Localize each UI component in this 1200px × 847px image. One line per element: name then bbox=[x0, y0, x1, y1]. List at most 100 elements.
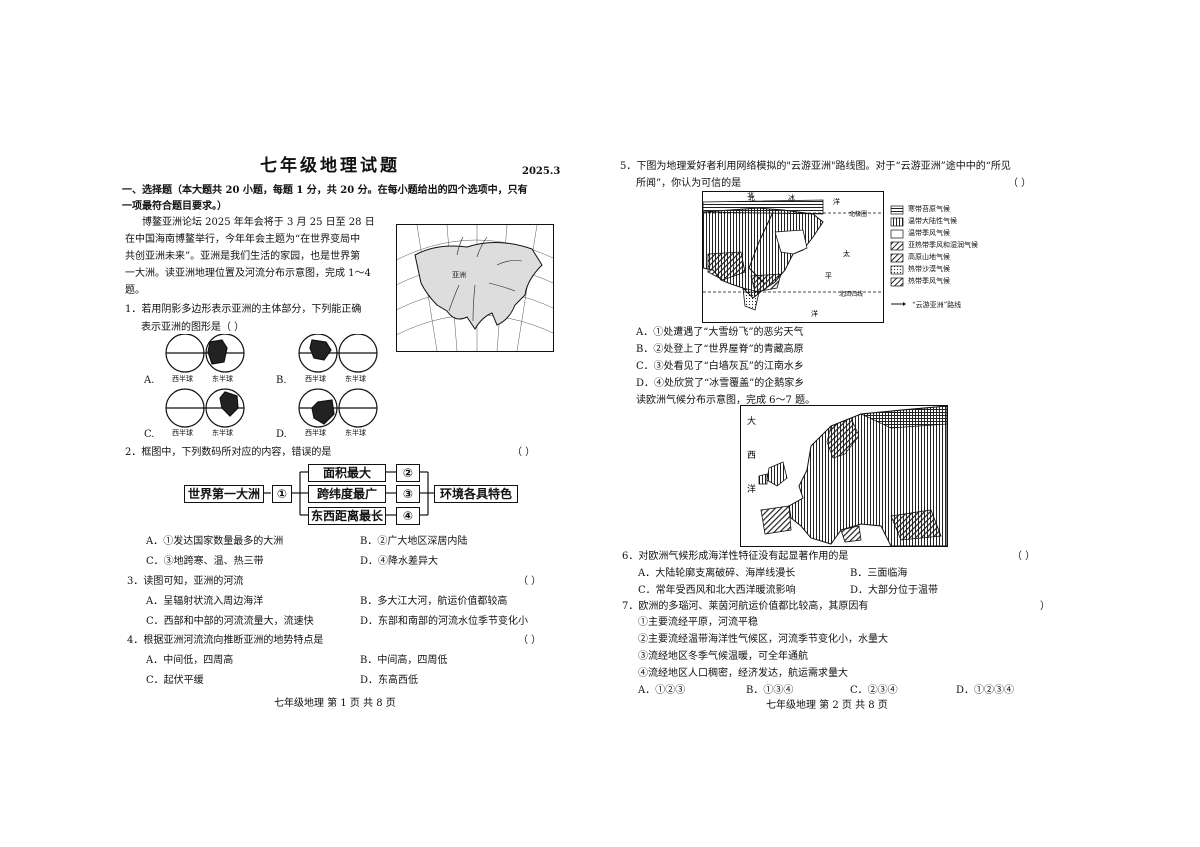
q1-a-west-label: 西半球 bbox=[172, 375, 193, 383]
flow-box-largest-area: 面积最大 bbox=[308, 464, 386, 482]
legend-tundra: 寒带苔原气候 bbox=[908, 205, 950, 213]
q3-option-a[interactable]: A．呈辐射状流入周边海洋 bbox=[146, 596, 264, 607]
q4-option-d[interactable]: D．东高西低 bbox=[360, 675, 419, 686]
q6-stem: 6．对欧洲气候形成海洋性特征没有起显著作用的是 bbox=[622, 551, 849, 562]
q7-statement-2: ②主要流经温带海洋性气候区，河流季节变化小，水量大 bbox=[638, 634, 888, 645]
q7-statement-3: ③流经地区冬季气候温暖，可全年通航 bbox=[638, 651, 808, 662]
climate-legend-swatches bbox=[890, 205, 906, 306]
q5-option-b[interactable]: B．②处登上了“世界屋脊”的青藏高原 bbox=[636, 344, 804, 355]
q1-b-east-label: 东半球 bbox=[345, 375, 366, 383]
europe-da-label: 大 bbox=[747, 415, 756, 427]
legend-highland: 高原山地气候 bbox=[908, 253, 950, 261]
q1-c-east-label: 东半球 bbox=[212, 429, 233, 437]
q2-answer-paren: （ ） bbox=[512, 447, 536, 458]
q6-option-d[interactable]: D．大部分位于温带 bbox=[850, 585, 939, 596]
page-title: 七年级地理试题 bbox=[260, 156, 400, 176]
legend-tropical-monsoon: 热带季风气候 bbox=[908, 277, 950, 285]
q5-option-d[interactable]: D．④处欣赏了“冰雪覆盖”的企鹅家乡 bbox=[636, 378, 805, 389]
q1-option-c[interactable]: C. bbox=[144, 429, 155, 440]
footer-page-2: 七年级地理 第 2 页 共 8 页 bbox=[766, 700, 888, 711]
flow-box-widest-latitude: 跨纬度最广 bbox=[308, 485, 386, 503]
map-bing-label: 冰 bbox=[788, 193, 795, 202]
q3-option-d[interactable]: D．东部和南部的河流水位季节变化小 bbox=[360, 616, 529, 627]
map-yang2-label: 洋 bbox=[811, 309, 818, 318]
q3-option-b[interactable]: B．多大江大河，航运价值都较高 bbox=[360, 596, 508, 607]
europe-yang-label: 洋 bbox=[747, 483, 756, 495]
q4-option-c[interactable]: C．起伏平缓 bbox=[146, 675, 204, 686]
europe-intro: 读欧洲气候分布示意图，完成 6～7 题。 bbox=[636, 395, 816, 406]
svg-text:北: 北 bbox=[748, 194, 755, 202]
flow-box-diverse-env: 环境各具特色 bbox=[434, 485, 518, 503]
q7-option-d[interactable]: D．①②③④ bbox=[956, 685, 1015, 696]
q7-answer-paren: ） bbox=[1040, 601, 1050, 612]
flow-box-num-4: ④ bbox=[396, 507, 420, 525]
q2-option-a[interactable]: A．①发达国家数量最多的大洲 bbox=[146, 536, 284, 547]
q1-d-west-label: 西半球 bbox=[305, 429, 326, 437]
q2-option-d[interactable]: D．④降水差异大 bbox=[360, 556, 439, 567]
q6-option-a[interactable]: A．大陆轮廓支离破碎、海岸线漫长 bbox=[638, 568, 796, 579]
q1-option-b[interactable]: B. bbox=[276, 375, 287, 386]
q6-option-b[interactable]: B．三面临海 bbox=[850, 568, 908, 579]
exam-date: 2025.3 bbox=[522, 166, 561, 177]
map-yang-label: 洋 bbox=[833, 197, 840, 206]
section-heading-line1: 一、选择题（本大题共 20 小题，每题 1 分，共 20 分。在每小题给出的四个… bbox=[122, 185, 528, 196]
legend-route: “云游亚洲”路线 bbox=[912, 301, 962, 309]
q7-statement-1: ①主要流经平原，河流平稳 bbox=[638, 617, 758, 628]
q7-stem: 7．欧洲的多瑙河、莱茵河航运价值都比较高，其原因有 bbox=[622, 601, 869, 612]
q3-answer-paren: （ ） bbox=[518, 576, 542, 587]
q1-stem-line1: 1．若用阴影多边形表示亚洲的主体部分，下列能正确 bbox=[125, 304, 362, 315]
map-ping-label: 平 bbox=[825, 272, 832, 280]
q1-hemisphere-diagrams bbox=[165, 334, 378, 428]
intro-line-2: 在中国海南博鳌举行，今年年会主题为“在世界变局中 bbox=[125, 234, 361, 245]
q5-answer-paren: （ ） bbox=[1008, 178, 1032, 189]
legend-tropical-desert: 热带沙漠气候 bbox=[908, 265, 950, 273]
flow-box-longest-ew: 东西距离最长 bbox=[308, 507, 386, 525]
map-tropic-label: 北回归线 bbox=[839, 290, 863, 298]
legend-temperate-monsoon: 温带季风气候 bbox=[908, 229, 950, 237]
asia-climate-map: 北 冰 洋 北极圈 太 平 北回归线 洋 bbox=[702, 191, 884, 323]
q1-c-west-label: 西半球 bbox=[172, 429, 193, 437]
q1-d-east-label: 东半球 bbox=[345, 429, 366, 437]
intro-line-3: 共创亚洲未来”。亚洲是我们生活的家园，也是世界第 bbox=[125, 251, 361, 262]
q2-flow-connectors bbox=[264, 471, 434, 516]
q5-option-c[interactable]: C．③处看见了“白墙灰瓦”的江南水乡 bbox=[636, 361, 804, 372]
map-arctic-label: 北极圈 bbox=[849, 210, 867, 218]
q1-option-d[interactable]: D. bbox=[276, 429, 287, 440]
europe-xi-label: 西 bbox=[747, 450, 756, 461]
flow-box-num-1: ① bbox=[272, 485, 292, 503]
q6-answer-paren: （ ） bbox=[1012, 551, 1036, 562]
map-tai-label: 太 bbox=[843, 249, 850, 258]
q6-option-c[interactable]: C．常年受西风和北大西洋暖流影响 bbox=[638, 585, 796, 596]
asia-map: 亚洲 bbox=[396, 224, 554, 352]
section-heading-line2: 一项最符合题目要求。） bbox=[122, 201, 227, 212]
map-bei-label: 北 bbox=[747, 191, 754, 199]
q7-statement-4: ④流经地区人口稠密，经济发达，航运需求量大 bbox=[638, 668, 848, 679]
legend-temperate-continental: 温带大陆性气候 bbox=[908, 217, 957, 225]
q7-option-c[interactable]: C．②③④ bbox=[850, 685, 898, 696]
intro-line-4: 一大洲。读亚洲地理位置及河流分布示意图，完成 1～4 bbox=[125, 268, 371, 279]
intro-line-5: 题。 bbox=[125, 285, 145, 296]
q4-option-b[interactable]: B．中间高，四周低 bbox=[360, 655, 448, 666]
q1-option-a[interactable]: A. bbox=[144, 375, 155, 386]
europe-climate-map: 大 西 洋 bbox=[740, 405, 948, 547]
q3-option-c[interactable]: C．西部和中部的河流流量大，流速快 bbox=[146, 616, 314, 627]
flow-box-num-3: ③ bbox=[396, 485, 420, 503]
q2-stem: 2．框图中，下列数码所对应的内容，错误的是 bbox=[125, 447, 332, 458]
q4-stem: 4．根据亚洲河流流向推断亚洲的地势特点是 bbox=[127, 635, 324, 646]
intro-line-1: 博鳌亚洲论坛 2025 年年会将于 3 月 25 日至 28 日 bbox=[142, 217, 375, 228]
footer-page-1: 七年级地理 第 1 页 共 8 页 bbox=[274, 698, 396, 709]
q3-stem: 3．读图可知，亚洲的河流 bbox=[127, 576, 244, 587]
legend-subtropical-monsoon: 亚热带季风和湿润气候 bbox=[908, 241, 978, 249]
flow-box-num-2: ② bbox=[396, 464, 420, 482]
q4-option-a[interactable]: A．中间低，四周高 bbox=[146, 655, 234, 666]
q4-answer-paren: （ ） bbox=[518, 635, 542, 646]
q5-stem-line2: 所闻”，你认为可信的是 bbox=[636, 178, 742, 189]
flow-box-largest-continent: 世界第一大洲 bbox=[184, 485, 264, 503]
q5-option-a[interactable]: A．①处遭遇了“大雪纷飞”的恶劣天气 bbox=[636, 327, 804, 338]
q7-option-b[interactable]: B．①③④ bbox=[746, 685, 794, 696]
q2-option-c[interactable]: C．③地跨寒、温、热三带 bbox=[146, 556, 264, 567]
q1-b-west-label: 西半球 bbox=[305, 375, 326, 383]
q1-a-east-label: 东半球 bbox=[212, 375, 233, 383]
q7-option-a[interactable]: A．①②③ bbox=[638, 685, 686, 696]
q2-option-b[interactable]: B．②广大地区深居内陆 bbox=[360, 536, 468, 547]
